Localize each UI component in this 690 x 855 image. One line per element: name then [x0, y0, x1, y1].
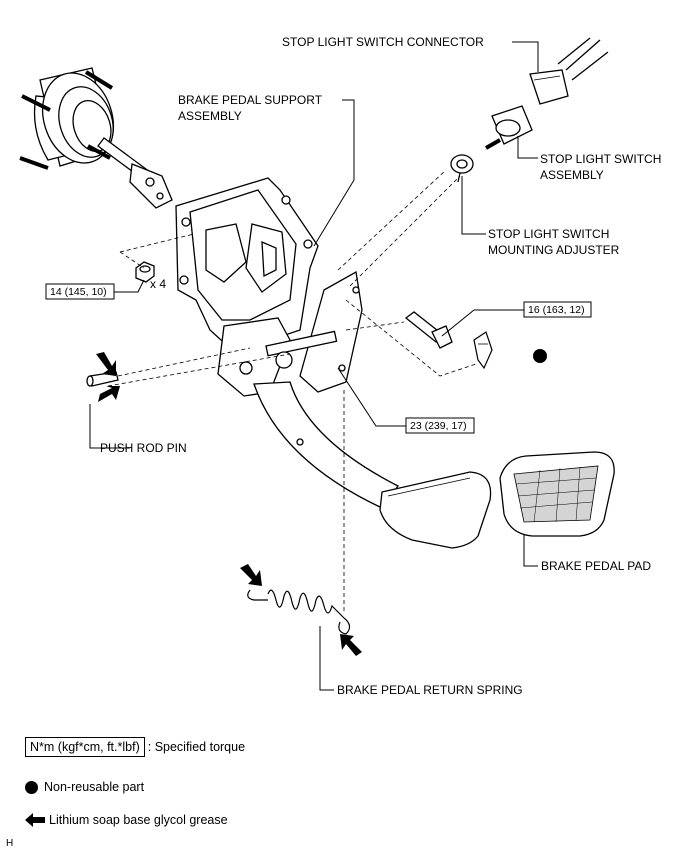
- return-spring-illustration: [247, 589, 351, 635]
- label-brake-pedal-support-line2: ASSEMBLY: [178, 109, 242, 123]
- mounting-adjuster-illustration: [450, 154, 474, 183]
- grease-arrow-icon: [240, 564, 262, 586]
- torque-box-nut: 14 (145, 10): [45, 283, 115, 300]
- legend-grease-text: Lithium soap base glycol grease: [49, 813, 228, 827]
- label-mounting-adjuster-line2: MOUNTING ADJUSTER: [488, 243, 620, 257]
- label-quantity-x4: x 4: [150, 277, 166, 291]
- bolt-illustration: [404, 311, 453, 349]
- non-reusable-dot-icon: [25, 780, 38, 794]
- grease-arrow-icon: [98, 386, 120, 402]
- brake-pedal-exploded-diagram: STOP LIGHT SWITCH CONNECTOR BRAKE PEDAL …: [19, 35, 661, 697]
- label-brake-pedal-return-spring: BRAKE PEDAL RETURN SPRING: [337, 683, 523, 697]
- grease-arrows: [96, 352, 362, 656]
- clip-illustration: [473, 331, 493, 370]
- grease-arrow-icon: [340, 634, 362, 656]
- grease-arrow-icon: [96, 352, 116, 376]
- legend-torque: N*m (kgf*cm, ft.*lbf) : Specified torque: [25, 737, 245, 757]
- torque-value-bolt: 16 (163, 12): [528, 304, 585, 316]
- label-stop-light-switch-connector: STOP LIGHT SWITCH CONNECTOR: [282, 35, 484, 49]
- legend-non-reusable-text: Non-reusable part: [44, 780, 145, 794]
- torque-value-pivot-bolt: 23 (239, 17): [410, 420, 467, 432]
- legend-torque-box: N*m (kgf*cm, ft.*lbf): [25, 737, 145, 757]
- brake-pedal-pad-illustration: [499, 451, 615, 537]
- torque-value-nut: 14 (145, 10): [50, 286, 107, 298]
- push-rod-pin-illustration: [86, 371, 119, 387]
- stop-light-switch-connector-illustration: [529, 37, 609, 105]
- figure-code: H: [6, 838, 14, 849]
- brake-pedal-support-bracket: [175, 177, 363, 393]
- legend-grease: Lithium soap base glycol grease: [25, 813, 228, 827]
- grease-arrow-icon: [25, 813, 45, 827]
- torque-box-pivot-bolt: 23 (239, 17): [405, 417, 475, 434]
- label-brake-pedal-support-line1: BRAKE PEDAL SUPPORT: [178, 93, 323, 107]
- stop-light-switch-illustration: [485, 105, 533, 150]
- non-reusable-dot: [533, 349, 547, 363]
- label-stop-light-switch-line1: STOP LIGHT SWITCH: [540, 152, 661, 166]
- leader-lines: [89, 41, 539, 691]
- label-stop-light-switch-line2: ASSEMBLY: [540, 168, 604, 182]
- label-brake-pedal-pad: BRAKE PEDAL PAD: [541, 559, 651, 573]
- legend-non-reusable: Non-reusable part: [25, 780, 144, 794]
- label-push-rod-pin: PUSH ROD PIN: [100, 441, 187, 455]
- torque-box-bolt: 16 (163, 12): [523, 301, 592, 318]
- legend-torque-text: : Specified torque: [147, 740, 246, 754]
- assembly-dashed-lines: [107, 169, 477, 612]
- nut-illustration: [135, 261, 155, 283]
- brake-booster-illustration: [19, 67, 173, 209]
- brake-pedal-arm: [217, 317, 492, 549]
- label-mounting-adjuster-line1: STOP LIGHT SWITCH: [488, 227, 609, 241]
